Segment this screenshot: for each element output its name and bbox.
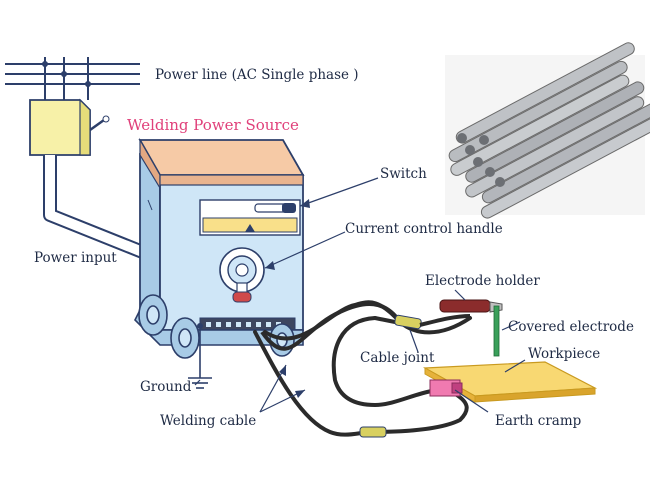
- leader-lines: [194, 177, 526, 413]
- welding-cable-label: Welding cable: [160, 413, 256, 429]
- ground-symbol: [188, 330, 212, 389]
- power-input-label: Power input: [34, 250, 117, 266]
- switch-box: [29, 98, 110, 156]
- power-line-label: Power line (AC Single phase ): [155, 67, 359, 83]
- covered-electrode: [493, 305, 500, 357]
- electrodes-photo: [445, 42, 650, 219]
- electrode-holder-label: Electrode holder: [425, 273, 540, 289]
- workpiece-label: Workpiece: [528, 346, 600, 362]
- diagram-title: Welding Power Source: [127, 116, 299, 134]
- switch-label: Switch: [380, 166, 427, 182]
- welding-machine: [134, 137, 305, 346]
- current-control-label: Current control handle: [345, 221, 503, 237]
- earth-cramp-label: Earth cramp: [495, 413, 581, 429]
- ground-label: Ground: [140, 379, 192, 395]
- power-lines: [5, 57, 140, 100]
- electrode-cable: [260, 301, 402, 351]
- power-line-nodes: [42, 61, 91, 87]
- covered-electrode-label: Covered electrode: [508, 319, 634, 335]
- earth-cramp: [429, 379, 463, 397]
- power-input-conduit: [43, 155, 153, 262]
- cable-joints: [359, 314, 422, 438]
- cable-joint-label: Cable joint: [360, 350, 435, 366]
